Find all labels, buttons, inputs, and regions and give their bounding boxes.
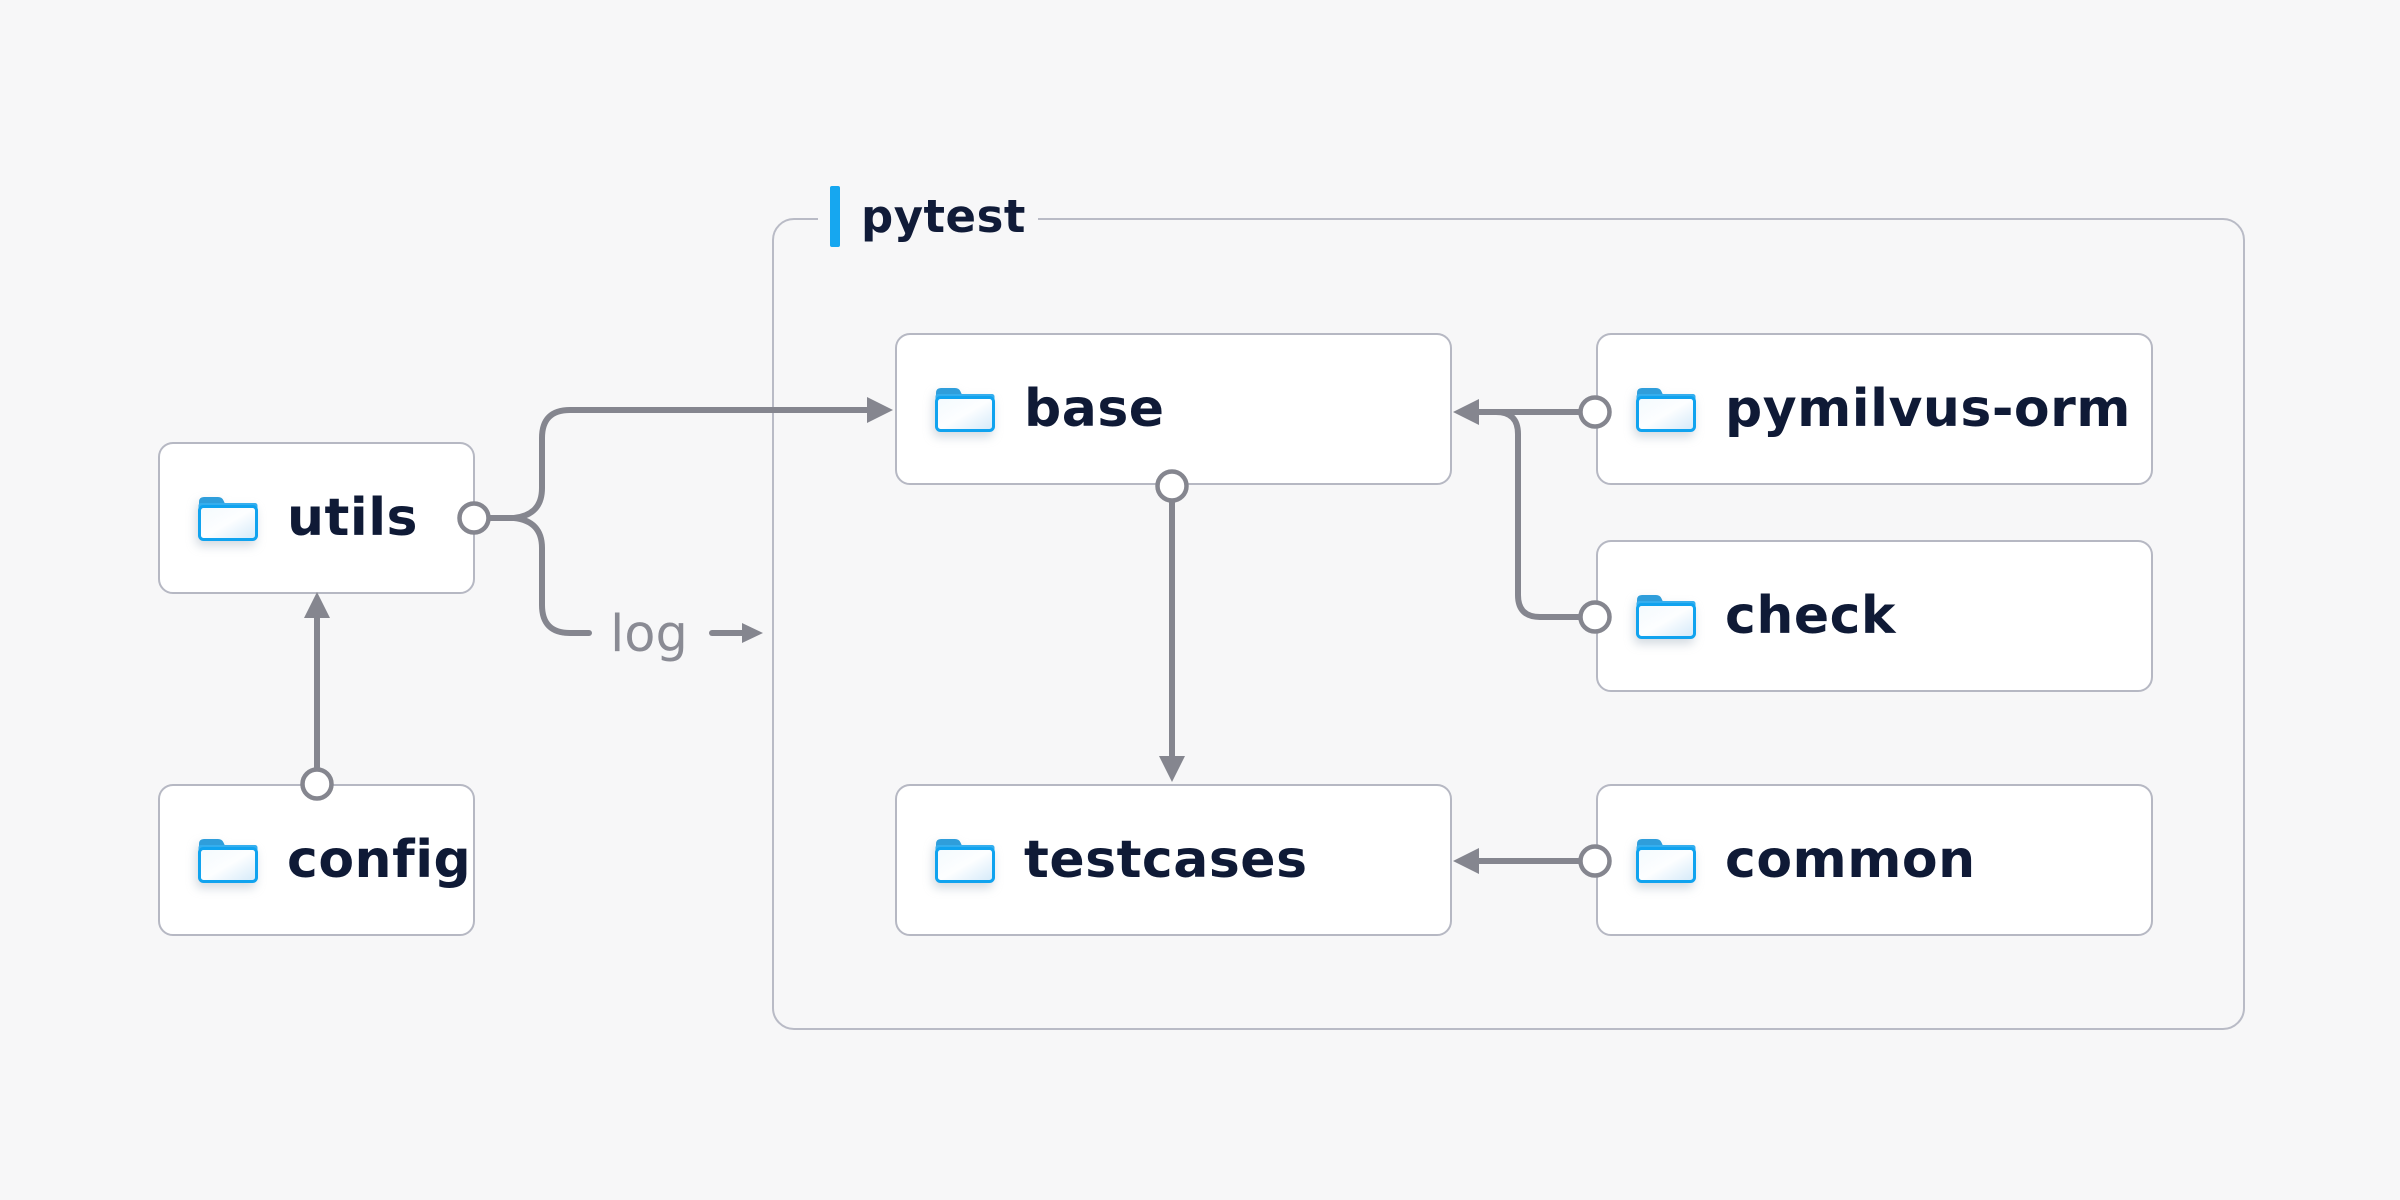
node-base-label: base [1024,379,1165,439]
edge-label-log: log [610,605,688,664]
folder-icon [197,495,259,541]
node-base: base [895,333,1452,485]
node-config: config [158,784,475,936]
folder-icon [934,386,996,432]
arrowhead-up [304,592,330,618]
arrowhead-right-small [742,623,763,643]
node-utils: utils [158,442,475,594]
folder-icon [1635,593,1697,639]
accent-bar [830,185,840,247]
pytest-group-title: pytest [861,189,1026,243]
folder-icon [1635,386,1697,432]
node-utils-label: utils [287,488,418,548]
node-pymilvus-orm: pymilvus-orm [1596,333,2153,485]
node-check: check [1596,540,2153,692]
node-common-label: common [1725,830,1976,890]
pytest-group-container [772,218,2245,1030]
node-testcases: testcases [895,784,1452,936]
node-config-label: config [287,830,472,890]
folder-icon [1635,837,1697,883]
pytest-group-label: pytest [818,184,1038,248]
node-pymilvus-orm-label: pymilvus-orm [1725,379,2131,439]
edge-utils-to-log: log [511,515,763,664]
edge-config-to-utils [304,592,330,772]
node-check-label: check [1725,586,1897,646]
folder-icon [934,837,996,883]
node-common: common [1596,784,2153,936]
node-testcases-label: testcases [1024,830,1308,890]
folder-icon [197,837,259,883]
